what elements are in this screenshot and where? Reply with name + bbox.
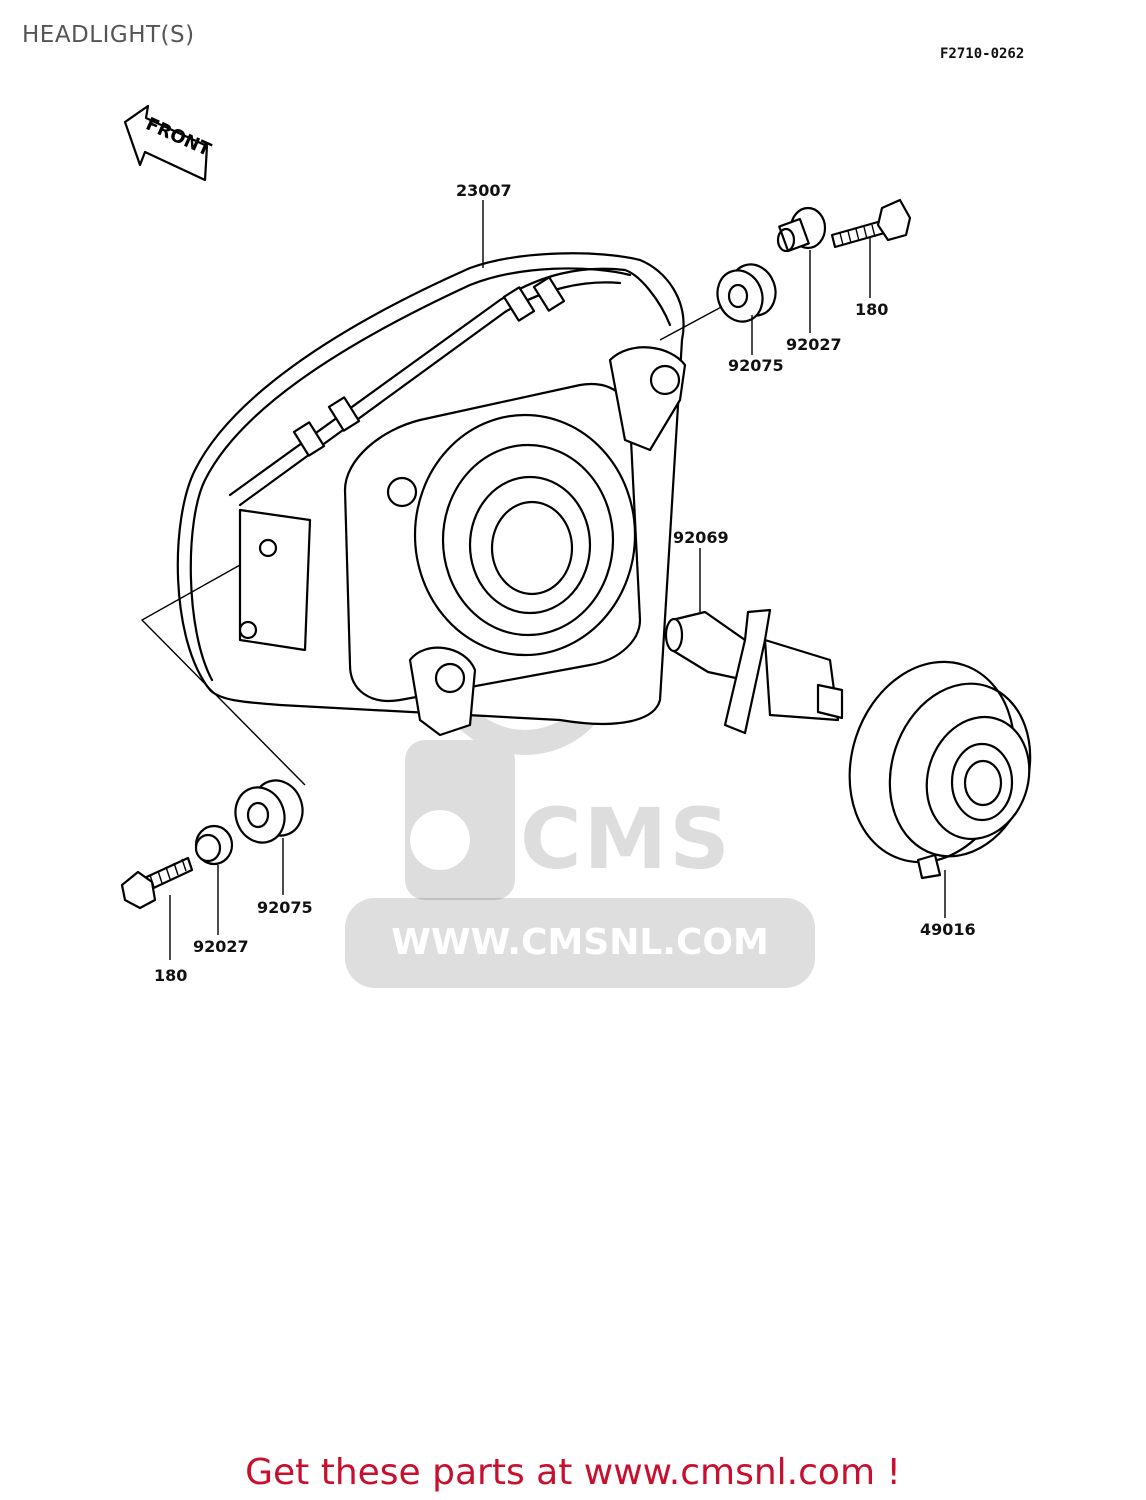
part-label-180-bottom[interactable]: 180 — [154, 966, 188, 985]
bolt-top — [830, 198, 912, 249]
part-label-92075-bottom[interactable]: 92075 — [257, 898, 313, 917]
headlight-housing — [176, 252, 687, 737]
diagram-code: F2710-0262 — [940, 46, 1025, 62]
footer-cta-link[interactable]: Get these parts at www.cmsnl.com ! — [245, 1452, 901, 1493]
grommet-top — [716, 263, 777, 323]
part-label-92075-top[interactable]: 92075 — [728, 356, 784, 375]
part-label-49016[interactable]: 49016 — [920, 920, 976, 939]
exploded-parts-diagram: FRONT — [120, 104, 1032, 960]
grommet-bottom — [234, 779, 304, 844]
watermark-brand: CMS — [520, 790, 732, 888]
collar-bottom — [194, 824, 234, 866]
leader-mount-top — [659, 304, 726, 341]
watermark-url: WWW.CMSNL.COM — [345, 898, 815, 988]
part-label-180-top[interactable]: 180 — [855, 300, 889, 319]
bulb — [664, 608, 844, 735]
collar-top — [776, 206, 827, 253]
part-label-92069[interactable]: 92069 — [673, 528, 729, 547]
part-label-92027-top[interactable]: 92027 — [786, 335, 842, 354]
front-arrow-icon: FRONT — [123, 104, 215, 182]
page-title: HEADLIGHT(S) — [22, 22, 195, 48]
dust-cover — [848, 660, 1032, 880]
part-label-92027-bottom[interactable]: 92027 — [193, 937, 249, 956]
leader-mount-bottom — [140, 564, 306, 786]
part-label-23007[interactable]: 23007 — [456, 181, 512, 200]
bolt-bottom — [120, 856, 194, 910]
